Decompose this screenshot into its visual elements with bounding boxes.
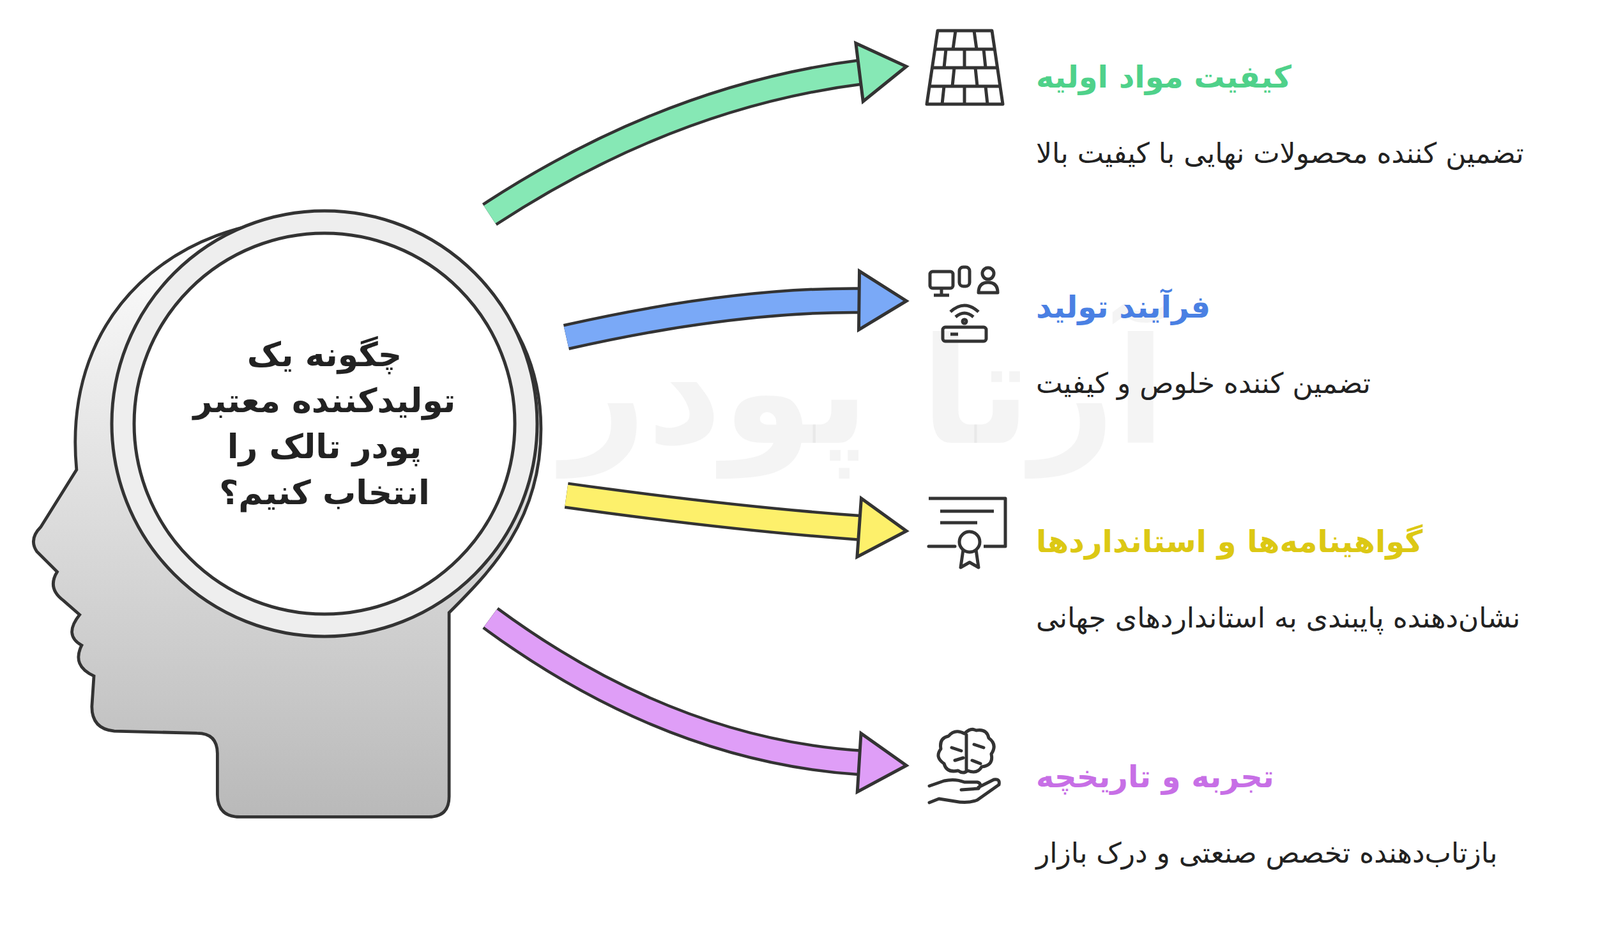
certificate-icon [928,498,1006,568]
factor-item: تجربه و تاریخچه بازتاب‌دهنده تخصص صنعتی و… [910,753,1541,879]
curved-arrow [566,495,907,557]
factor-title: کیفیت مواد اولیه [1036,54,1541,100]
factor-title: فرآیند تولید [1036,284,1541,329]
curved-arrow [489,43,907,215]
factor-description: بازتاب‌دهنده تخصص صنعتی و درک بازار [1036,827,1541,879]
brain-hand-icon [929,728,999,803]
factor-item: گواهینامه‌ها و استانداردها نشان‌دهنده پای… [910,518,1541,644]
curved-arrow [490,617,907,792]
factor-item: فرآیند تولید تضمین کننده خلوص و کیفیت [910,284,1541,409]
factor-title: تجربه و تاریخچه [1036,753,1541,799]
circle-ring [109,208,540,639]
tiles-icon [926,30,1003,105]
network-icon [929,266,998,342]
curved-arrow [565,270,907,337]
question-circle: چگونه یک تولیدکننده معتبر پودر تالک را ا… [109,208,540,639]
factor-title: گواهینامه‌ها و استانداردها [1036,518,1541,564]
factor-item: کیفیت مواد اولیه تضمین کننده محصولات نهای… [910,54,1541,179]
factor-description: نشان‌دهنده پایبندی به استانداردهای جهانی [1036,592,1541,644]
head-outline [33,219,541,817]
factor-description: تضمین کننده خلوص و کیفیت [1036,357,1541,409]
question-text: چگونه یک تولیدکننده معتبر پودر تالک را ا… [174,331,475,516]
factor-description: تضمین کننده محصولات نهایی با کیفیت بالا [1036,127,1541,179]
